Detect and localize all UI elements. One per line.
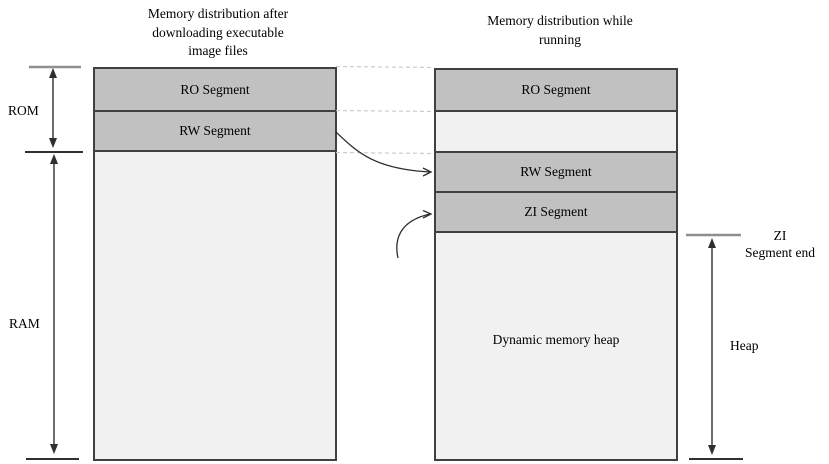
heap-segment-label: Dynamic memory heap	[492, 332, 620, 347]
right-rw-segment: RW Segment	[436, 153, 676, 193]
ram-extent-arrow	[50, 154, 58, 454]
right-column-title: Memory distribution while running	[460, 12, 660, 49]
zi-end-line-2: Segment end	[744, 245, 816, 260]
right-rw-segment-label: RW Segment	[520, 164, 592, 179]
rom-label: ROM	[8, 103, 39, 118]
left-title-line-1: Memory distribution after	[147, 6, 289, 21]
zi-segment-end-label: ZI Segment end	[730, 227, 829, 261]
left-memory-box: RO Segment RW Segment	[93, 67, 337, 461]
right-memory-box: RO Segment RW Segment ZI Segment Dynamic…	[434, 68, 678, 461]
dashed-line-top	[335, 65, 435, 69]
right-empty-gap	[436, 112, 676, 153]
right-title-line-2: running	[539, 31, 581, 47]
right-heap-segment: Dynamic memory heap	[436, 233, 676, 459]
right-zi-segment-label: ZI Segment	[524, 204, 588, 219]
left-ro-segment-label: RO Segment	[180, 81, 250, 97]
left-column-title: Memory distribution after downloading ex…	[118, 5, 318, 61]
right-zi-segment: ZI Segment	[436, 193, 676, 233]
zi-init-curve-arrow	[396, 209, 433, 259]
rw-copy-curve-arrow	[335, 131, 433, 177]
rom-extent-arrow	[49, 68, 57, 148]
dashed-line-rw-bottom	[335, 151, 435, 155]
left-ro-segment: RO Segment	[95, 69, 335, 112]
dashed-line-ro-rw	[335, 109, 435, 113]
heap-extent-arrow	[708, 238, 716, 455]
left-rw-segment-label: RW Segment	[179, 123, 251, 138]
zi-end-line-1: ZI	[773, 228, 787, 243]
left-title-line-3: image files	[188, 43, 248, 58]
right-ro-segment-label: RO Segment	[521, 82, 591, 97]
left-title-line-2: downloading executable	[152, 24, 284, 40]
left-rw-segment: RW Segment	[95, 112, 335, 152]
ram-label: RAM	[9, 316, 40, 331]
right-title-line-1: Memory distribution while	[487, 13, 633, 28]
right-ro-segment: RO Segment	[436, 70, 676, 112]
heap-label: Heap	[730, 338, 759, 353]
